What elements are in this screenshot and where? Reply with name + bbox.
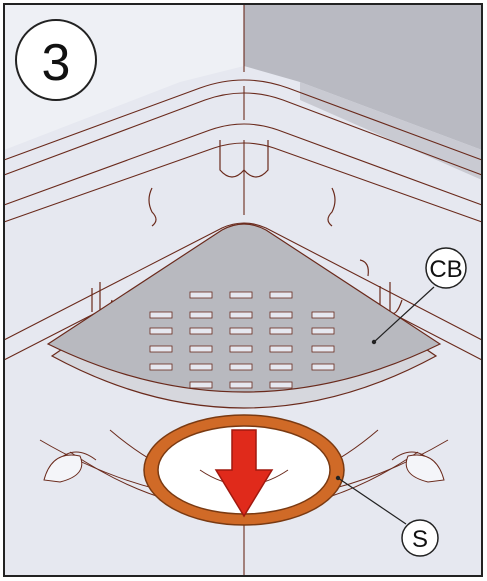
- callout-cover-label: CB: [429, 256, 462, 283]
- step-number: 3: [42, 34, 71, 92]
- callout-seal-label: S: [412, 526, 428, 553]
- step-badge: 3: [16, 20, 96, 100]
